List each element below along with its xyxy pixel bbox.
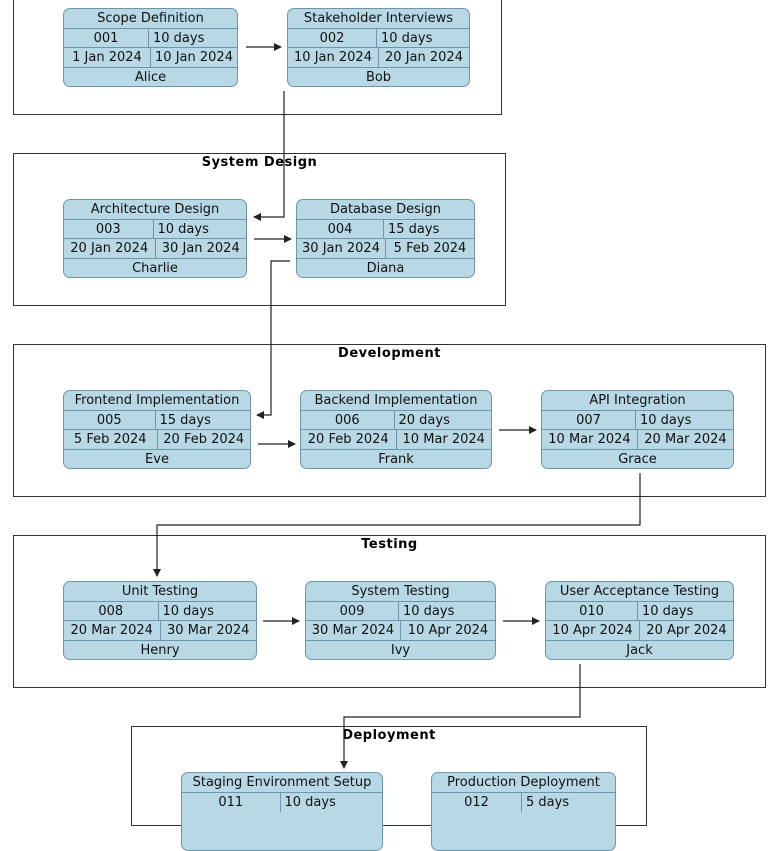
- task-duration: 10 days: [376, 28, 469, 47]
- task-end: 10 Mar 2024: [395, 430, 492, 449]
- task-start: 10 Apr 2024: [552, 623, 633, 638]
- task-id: 001: [93, 30, 119, 46]
- task-name: Production Deployment: [447, 775, 600, 790]
- task-name: Stakeholder Interviews: [303, 11, 454, 26]
- task-start: 1 Jan 2024: [72, 50, 142, 65]
- task-id: 012: [464, 794, 489, 810]
- task-card-stakeholder-interviews[interactable]: Stakeholder Interviews 002 10 days 10 Jan…: [287, 8, 470, 87]
- task-duration: 10 days: [152, 219, 247, 238]
- task-id: 002: [319, 30, 345, 46]
- task-card-staging-environment-setup[interactable]: Staging Environment Setup 011 10 days: [181, 772, 383, 851]
- task-duration: 10 days: [279, 792, 383, 812]
- task-duration: 20 days: [393, 410, 492, 429]
- task-start: 10 Jan 2024: [294, 50, 372, 65]
- task-card-system-testing[interactable]: System Testing 009 10 days 30 Mar 2024 10 …: [305, 581, 496, 660]
- task-name: Backend Implementation: [314, 393, 478, 408]
- task-owner: Alice: [134, 69, 167, 85]
- task-name: API Integration: [589, 393, 686, 408]
- task-end: 5 Feb 2024: [385, 239, 474, 258]
- task-id: 006: [334, 412, 360, 428]
- task-end: 30 Mar 2024: [159, 621, 257, 640]
- group-title: Testing: [361, 537, 418, 552]
- task-id: 009: [339, 603, 365, 619]
- task-end: 20 Mar 2024: [637, 430, 733, 449]
- task-start: 20 Feb 2024: [307, 432, 389, 447]
- task-name: Frontend Implementation: [74, 393, 240, 408]
- task-start: 10 Mar 2024: [548, 432, 631, 447]
- task-id: 003: [95, 221, 121, 237]
- task-name: User Acceptance Testing: [559, 584, 720, 599]
- task-end: 30 Jan 2024: [154, 239, 247, 258]
- task-card-frontend-implementation[interactable]: Frontend Implementation 005 15 days 5 Feb…: [63, 390, 251, 469]
- task-id: 005: [96, 412, 122, 428]
- task-start: 30 Jan 2024: [302, 241, 380, 256]
- task-card-production-deployment[interactable]: Production Deployment 012 5 days: [431, 772, 616, 851]
- project-flow-diagram: System Design Development Testing Deploy…: [13, 0, 766, 851]
- task-owner: Ivy: [390, 642, 411, 658]
- task-name: Scope Definition: [97, 11, 204, 26]
- task-card-user-acceptance-testing[interactable]: User Acceptance Testing 010 10 days 10 Ap…: [545, 581, 734, 660]
- task-duration: 10 days: [148, 28, 237, 47]
- task-card-database-design[interactable]: Database Design 004 15 days 30 Jan 2024 5 …: [296, 199, 475, 278]
- task-duration: 10 days: [637, 601, 733, 620]
- task-duration: 15 days: [383, 219, 474, 238]
- task-card-scope-definition[interactable]: Scope Definition 001 10 days 1 Jan 2024 10…: [63, 8, 238, 87]
- task-owner: Grace: [618, 451, 657, 467]
- task-owner: Jack: [626, 642, 653, 658]
- task-start: 5 Feb 2024: [73, 432, 147, 447]
- task-name: Database Design: [329, 202, 442, 217]
- task-id: 007: [576, 412, 601, 428]
- group-title: Deployment: [342, 728, 436, 743]
- task-owner: Bob: [365, 69, 392, 85]
- task-end: 20 Apr 2024: [639, 621, 733, 640]
- task-id: 004: [327, 221, 353, 237]
- task-owner: Henry: [140, 642, 180, 658]
- task-duration: 10 days: [157, 601, 257, 620]
- task-card-api-integration[interactable]: API Integration 007 10 days 10 Mar 2024 20…: [541, 390, 734, 469]
- task-id: 010: [579, 603, 604, 619]
- task-end: 20 Feb 2024: [156, 430, 251, 449]
- task-name: Unit Testing: [121, 584, 199, 599]
- task-card-architecture-design[interactable]: Architecture Design 003 10 days 20 Jan 20…: [63, 199, 247, 278]
- task-id: 011: [218, 794, 244, 810]
- task-card-unit-testing[interactable]: Unit Testing 008 10 days 20 Mar 2024 30 Ma…: [63, 581, 257, 660]
- task-id: 008: [98, 603, 124, 619]
- task-owner: Eve: [145, 451, 169, 467]
- task-duration: 5 days: [521, 792, 615, 812]
- group-title: Development: [338, 346, 441, 361]
- task-end: 20 Jan 2024: [378, 48, 469, 67]
- task-start: 30 Mar 2024: [311, 623, 395, 638]
- task-duration: 10 days: [635, 410, 733, 429]
- task-end: 10 Jan 2024: [150, 48, 237, 67]
- task-end: 10 Apr 2024: [400, 621, 495, 640]
- task-start: 20 Mar 2024: [70, 623, 153, 638]
- task-card-backend-implementation[interactable]: Backend Implementation 006 20 days 20 Feb…: [300, 390, 492, 469]
- task-name: Staging Environment Setup: [192, 775, 372, 790]
- task-start: 20 Jan 2024: [70, 241, 149, 256]
- task-name: System Testing: [351, 584, 450, 599]
- group-title: System Design: [201, 155, 318, 170]
- task-name: Architecture Design: [90, 202, 220, 217]
- task-owner: Charlie: [132, 260, 178, 276]
- task-owner: Frank: [378, 451, 414, 467]
- task-duration: 10 days: [398, 601, 495, 620]
- task-duration: 15 days: [154, 410, 251, 429]
- task-owner: Diana: [366, 260, 405, 276]
